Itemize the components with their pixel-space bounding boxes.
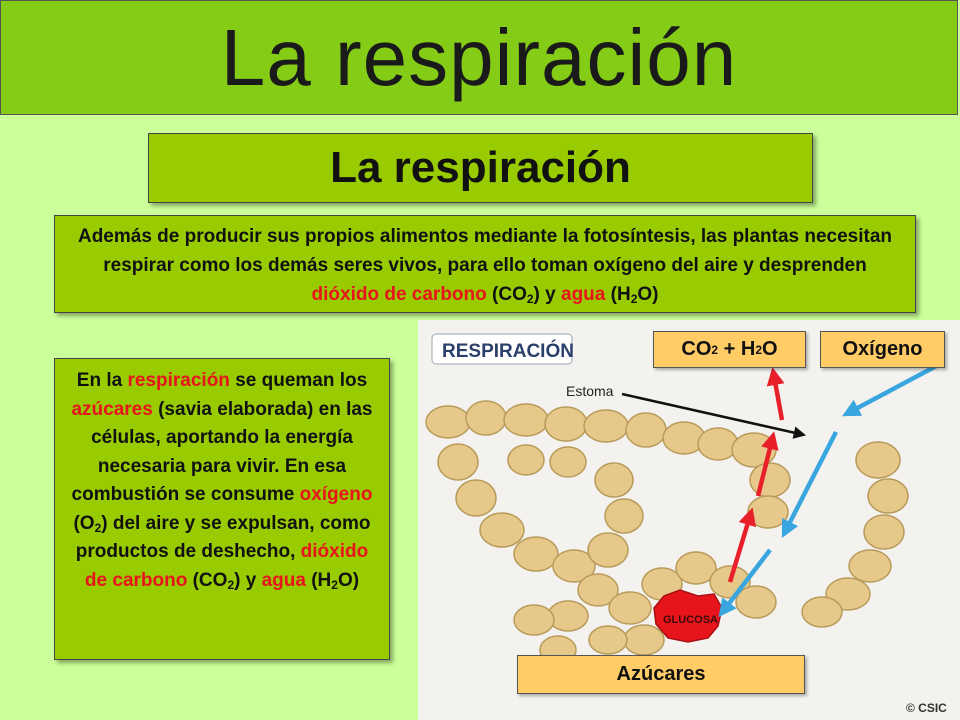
intro-paragraph: Además de producir sus propios alimentos… bbox=[54, 215, 916, 313]
title-bar: La respiración bbox=[0, 0, 958, 115]
subtitle-box: La respiración bbox=[148, 133, 813, 203]
co2-arrow-middle bbox=[755, 431, 779, 497]
page-title: La respiración bbox=[220, 12, 738, 102]
explanation-subscript: 2 bbox=[331, 577, 338, 592]
section-title: La respiración bbox=[330, 143, 631, 192]
explanation-text: En la bbox=[76, 370, 128, 391]
intro-highlight-water: agua bbox=[561, 284, 606, 305]
highlight-agua: agua bbox=[261, 569, 306, 591]
intro-text: (H bbox=[605, 284, 631, 305]
intro-text: ) y bbox=[533, 284, 561, 305]
intro-text: (CO bbox=[486, 284, 527, 305]
glucose-label: GLUCOSA bbox=[663, 614, 718, 626]
respiration-diagram: RESPIRACIÓN bbox=[418, 320, 960, 720]
oxygen-label-text: Oxígeno bbox=[842, 338, 923, 360]
oxygen-arrow-middle bbox=[781, 430, 839, 539]
oxygen-arrow-lower bbox=[718, 548, 772, 618]
highlight-azucares: azúcares bbox=[71, 398, 153, 420]
co2-arrow-upper bbox=[766, 367, 785, 421]
explanation-text: (savia elaborada) en las células, aporta… bbox=[71, 398, 373, 506]
highlight-co2: dióxido de carbono bbox=[84, 541, 369, 591]
diagram-header-text: RESPIRACIÓN bbox=[442, 340, 574, 362]
intro-subscript: 2 bbox=[630, 292, 638, 306]
estoma-pointer-arrow bbox=[621, 392, 807, 439]
intro-highlight-co2: dióxido de carbono bbox=[311, 284, 487, 305]
intro-text: Además de producir sus propios alimentos… bbox=[77, 226, 893, 276]
csic-credit: © CSIC bbox=[906, 701, 947, 715]
explanation-text: se queman los bbox=[229, 370, 368, 391]
diagram-header-box bbox=[431, 333, 573, 365]
explanation-text: (CO bbox=[187, 569, 228, 591]
intro-subscript: 2 bbox=[526, 292, 534, 306]
estoma-label: Estoma bbox=[566, 383, 614, 399]
diagram-illustration: RESPIRACIÓN bbox=[425, 333, 947, 715]
explanation-text: O) bbox=[337, 569, 360, 591]
explanation-text: (H bbox=[305, 569, 332, 591]
highlight-oxigeno: oxígeno bbox=[299, 484, 373, 505]
highlight-respiracion: respiración bbox=[127, 370, 230, 391]
co2-arrow-lower bbox=[727, 507, 757, 583]
sugars-label-text: Azúcares bbox=[616, 663, 706, 685]
explanation-text: ) y bbox=[234, 569, 262, 591]
explanation-text: ) del aire y se expulsan, como productos… bbox=[75, 512, 371, 563]
label-text: CO bbox=[681, 338, 712, 360]
oxygen-arrow-upper bbox=[842, 362, 942, 417]
intro-text: O) bbox=[637, 284, 659, 305]
sugars-label: Azúcares bbox=[517, 655, 805, 694]
explanation-text: (O bbox=[73, 512, 95, 534]
respiration-explanation: En la respiración se queman los azúcares… bbox=[54, 358, 390, 660]
label-text: O bbox=[762, 338, 778, 360]
glucose-blob bbox=[653, 589, 723, 643]
explanation-subscript: 2 bbox=[94, 520, 102, 535]
label-text: + H bbox=[718, 338, 756, 360]
oxygen-label: Oxígeno bbox=[820, 331, 945, 368]
explanation-subscript: 2 bbox=[227, 577, 235, 592]
